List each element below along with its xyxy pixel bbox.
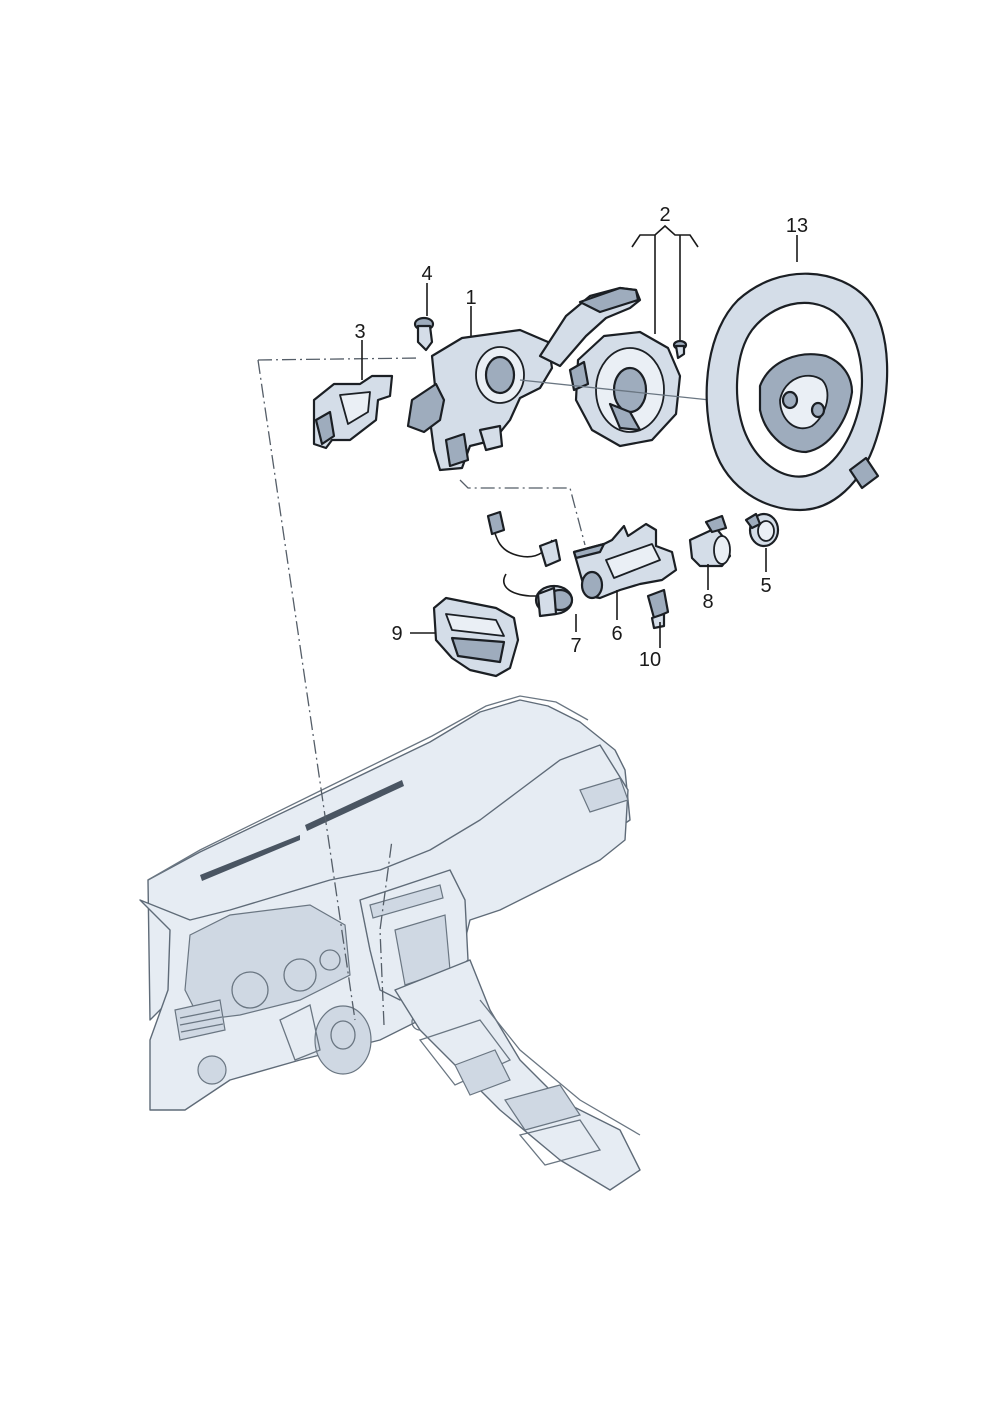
callout-7: 7 [570,635,581,657]
callout-9: 9 [391,623,402,645]
callout-2: 2 [659,204,670,226]
callout-13: 13 [786,215,808,237]
part-5-trim-ring[interactable] [744,512,780,548]
part-2-clock-spring[interactable] [568,330,682,448]
part-4-screw[interactable] [413,316,435,352]
callout-10: 10 [639,649,661,671]
callout-3: 3 [354,321,365,343]
part-10-relay[interactable] [646,588,670,630]
callout-4: 4 [421,263,432,285]
callout-8: 8 [702,591,713,613]
leader-lines [361,224,798,648]
callout-1: 1 [465,287,476,309]
callout-6: 6 [611,623,622,645]
part-9-control-unit[interactable] [432,596,520,678]
part-13-steering-wheel[interactable] [705,272,889,512]
part-3-bracket[interactable] [312,374,394,450]
part-7-ignition-switch[interactable] [486,510,574,618]
dashboard-illustration [139,695,641,1191]
part-2-screw[interactable] [672,339,688,360]
part-6-lock-housing[interactable] [572,522,678,600]
part-1-column-switch[interactable] [406,286,642,472]
reference-lines [257,357,586,1026]
callout-labels: 1 2 3 4 5 6 7 8 9 10 13 [354,204,808,671]
part-8-lock-cylinder[interactable] [688,514,732,568]
steering-axis-line [519,379,711,401]
callout-5: 5 [760,575,771,597]
